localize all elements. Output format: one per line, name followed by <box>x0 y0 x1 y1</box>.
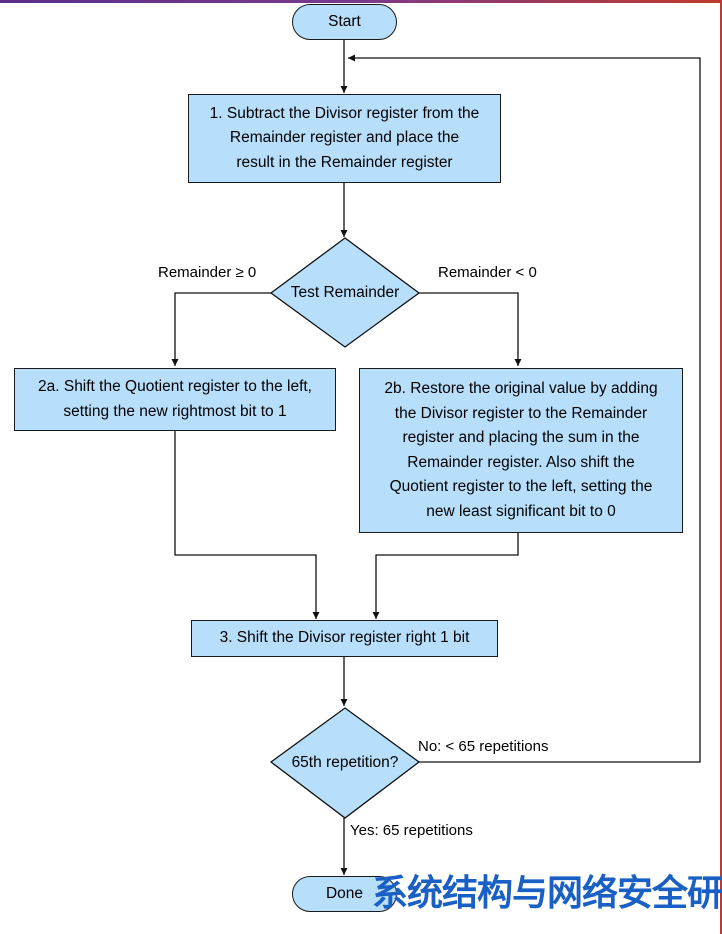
right-accent-bar <box>720 0 722 934</box>
edge-test-to-2b <box>418 292 522 366</box>
top-accent-bar <box>0 0 722 3</box>
edge-label-lt-zero: Remainder < 0 <box>438 264 537 281</box>
edge-loop-back <box>348 54 701 763</box>
test-remainder-diamond <box>269 237 421 348</box>
step2a-box: 2a. Shift the Quotient register to the l… <box>14 368 336 431</box>
edge-label-yes-done: Yes: 65 repetitions <box>350 822 473 839</box>
start-terminal: Start <box>292 4 397 40</box>
step2b-text: 2b. Restore the original value by adding… <box>384 380 658 520</box>
edge-label-no-loop: No: < 65 repetitions <box>418 738 549 755</box>
step1-text: 1. Subtract the Divisor register from th… <box>209 104 480 171</box>
step3-box: 3. Shift the Divisor register right 1 bi… <box>191 620 498 657</box>
edge-test-to-2a <box>171 292 272 366</box>
repetition-check-diamond <box>269 707 421 819</box>
repetition-check-label: 65th repetition? <box>291 754 399 771</box>
step3-text: 3. Shift the Divisor register right 1 bi… <box>219 629 470 647</box>
done-label: Done <box>325 885 364 902</box>
edge-2a-to-step3 <box>174 431 320 619</box>
step2b-box: 2b. Restore the original value by adding… <box>359 368 683 533</box>
test-remainder-label: Test Remainder <box>290 284 400 301</box>
step1-box: 1. Subtract the Divisor register from th… <box>188 94 501 183</box>
edge-2b-to-step3 <box>372 533 519 619</box>
edge-label-ge-zero: Remainder ≥ 0 <box>158 264 257 281</box>
watermark-text: 系统结构与网络安全研究 <box>372 873 722 914</box>
step2a-text: 2a. Shift the Quotient register to the l… <box>38 378 312 420</box>
done-terminal: Done <box>292 876 397 912</box>
start-label: Start <box>328 13 361 30</box>
